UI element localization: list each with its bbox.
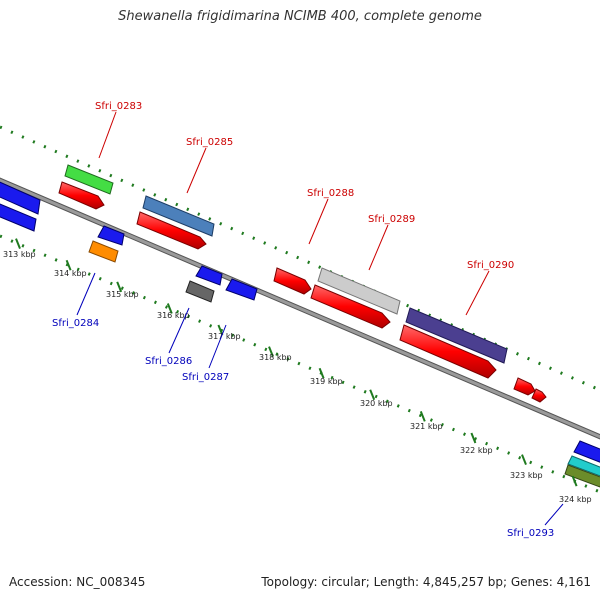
gene-block[interactable] (195, 265, 223, 286)
tick-mark (419, 411, 426, 422)
tick-mark (166, 303, 173, 314)
tick-mark (268, 346, 274, 357)
accession-text: Accession: NC_008345 (9, 575, 146, 589)
tick-label: 318 kbp (259, 353, 292, 362)
gene-block-sfri-0287[interactable] (225, 278, 258, 301)
tick-label: 316 kbp (157, 311, 190, 320)
inner-dotted-track (0, 234, 600, 494)
gene-block[interactable] (0, 180, 41, 215)
gene-block-sfri-0286[interactable] (185, 280, 215, 303)
gene-block[interactable] (531, 388, 547, 403)
gene-label-sfri-0286[interactable]: Sfri_0286 (145, 356, 192, 367)
tick-mark (318, 367, 325, 379)
gene-block[interactable] (136, 211, 207, 250)
gene-block-sfri-0290[interactable] (405, 307, 508, 364)
gene-block-sfri-0284[interactable] (88, 240, 119, 263)
gene-label-sfri-0289[interactable]: Sfri_0289 (368, 214, 415, 225)
backbone (0, 177, 600, 440)
tick-mark (571, 475, 578, 487)
label-leaders (76, 111, 564, 526)
gene-block-sfri-0289[interactable] (317, 267, 401, 315)
tick-mark (116, 281, 123, 293)
tick-label: 320 kbp (360, 399, 393, 408)
gene-features (0, 164, 600, 488)
tick-labels: 313 kbp 314 kbp 315 kbp 316 kbp 317 kbp … (3, 250, 592, 504)
gene-label-sfri-0285[interactable]: Sfri_0285 (186, 137, 233, 148)
tick-label: 315 kbp (106, 290, 139, 299)
gene-block-sfri-0293[interactable] (564, 464, 600, 488)
gene-label-sfri-0284[interactable]: Sfri_0284 (52, 318, 99, 329)
gene-block[interactable] (58, 181, 105, 210)
tick-label: 321 kbp (410, 422, 443, 431)
gene-label-sfri-0287[interactable]: Sfri_0287 (182, 372, 229, 383)
outer-dotted-track (0, 125, 600, 392)
tick-mark (369, 389, 376, 401)
gene-label-sfri-0290[interactable]: Sfri_0290 (467, 260, 514, 271)
gene-labels: Sfri_0283 Sfri_0285 Sfri_0288 Sfri_0289 … (52, 101, 554, 539)
tick-label: 319 kbp (310, 377, 343, 386)
gene-label-sfri-0283[interactable]: Sfri_0283 (95, 101, 142, 112)
gene-block-sfri-0283[interactable] (64, 164, 114, 195)
tick-mark (65, 259, 72, 271)
tick-label: 324 kbp (559, 495, 592, 504)
gene-block[interactable] (399, 324, 497, 379)
gene-block[interactable] (0, 202, 37, 232)
gene-label-sfri-0293[interactable]: Sfri_0293 (507, 528, 554, 539)
gene-label-sfri-0288[interactable]: Sfri_0288 (307, 188, 354, 199)
gene-block[interactable] (310, 284, 391, 329)
tick-label: 323 kbp (510, 471, 543, 480)
gene-block-sfri-0288[interactable] (273, 267, 312, 295)
map-title: Shewanella frigidimarina NCIMB 400, comp… (118, 9, 482, 24)
tick-mark (217, 324, 224, 336)
gene-block-sfri-0285[interactable] (142, 195, 215, 237)
tick-label: 313 kbp (3, 250, 36, 259)
gene-block[interactable] (97, 225, 125, 246)
tick-label: 317 kbp (208, 332, 241, 341)
tick-label: 314 kbp (54, 269, 87, 278)
tick-marks (15, 238, 578, 487)
tick-mark (470, 432, 477, 444)
tick-mark (521, 454, 527, 465)
topology-text: Topology: circular; Length: 4,845,257 bp… (261, 575, 591, 589)
tick-label: 322 kbp (460, 446, 493, 455)
gene-block[interactable] (573, 440, 600, 463)
tick-mark (15, 238, 21, 250)
gene-block[interactable] (513, 377, 536, 396)
gene-block[interactable] (567, 455, 600, 477)
